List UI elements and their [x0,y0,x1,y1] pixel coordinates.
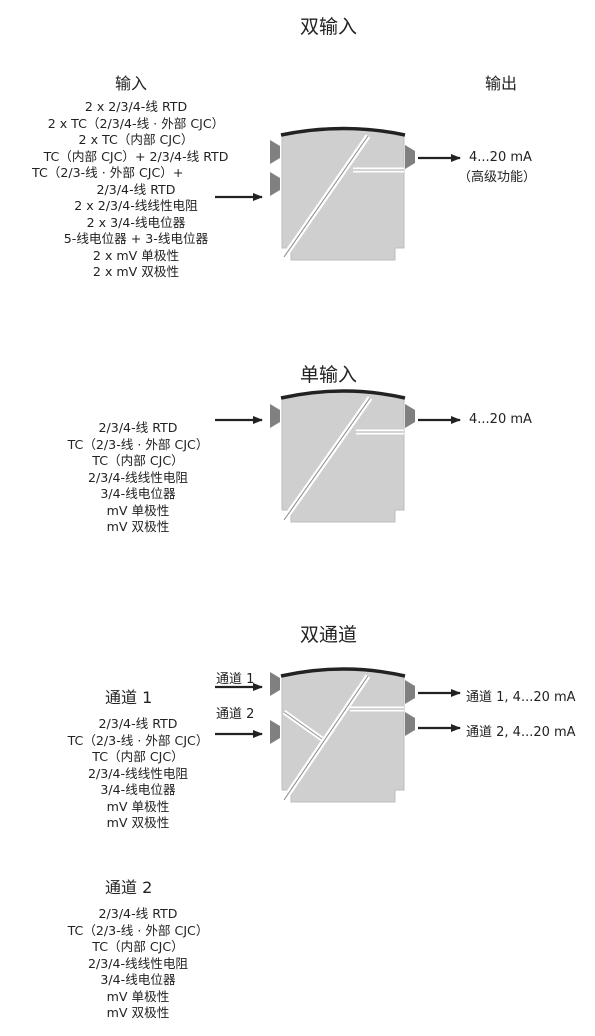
channel2-output-value: 通道 2, 4...20 mA [466,725,576,740]
list-item: 2 x 2/3/4-线 RTD [84,99,188,114]
list-item: mV 单极性 [106,988,170,1004]
single-input-list: 2/3/4-线 RTD TC（2/3-线 · 外部 CJC） TC（内部 CJC… [20,420,256,536]
list-item: mV 单极性 [106,798,170,814]
dual-output-value: 4...20 mA [469,150,532,165]
channel1-output-value: 通道 1, 4...20 mA [466,690,576,705]
list-item: 2 x 2/3/4-线线性电阻 [74,198,198,213]
dual-channel-title: 双通道 [300,624,358,646]
list-item: 5-线电位器 + 3-线电位器 [63,231,209,246]
channel2-input-list: 2/3/4-线 RTD TC（2/3-线 · 外部 CJC） TC（内部 CJC… [20,906,256,1022]
channel2-input-label: 通道 2 [216,707,255,722]
list-item: 2/3/4-线 RTD [98,716,178,731]
channel1-heading: 通道 1 [105,688,153,707]
device-dual-channel [215,667,461,803]
list-item: 2/3/4-线 RTD [96,181,176,197]
list-item: 2 x TC（内部 CJC） [78,132,194,147]
output-terminal [405,145,415,169]
input-heading: 输入 [115,74,148,93]
list-item: 2/3/4-线线性电阻 [87,765,189,781]
list-item: 2/3/4-线 RTD [98,906,178,921]
list-item: mV 双极性 [106,519,170,534]
list-item: TC（内部 CJC） [92,749,184,764]
list-item: 2 x mV 双极性 [92,264,180,279]
list-item: TC（内部 CJC） [92,939,184,954]
list-item: TC（2/3-线 · 外部 CJC）+ [32,165,184,180]
list-item: TC（2/3-线 · 外部 CJC） [67,436,209,452]
list-item: 2 x mV 单极性 [92,247,180,263]
device-dual-input [215,126,461,261]
list-item: 3/4-线电位器 [100,782,176,797]
list-item: 2/3/4-线 RTD [98,420,178,435]
list-item: TC（2/3-线 · 外部 CJC） [67,732,209,748]
list-item: mV 双极性 [106,815,170,830]
device-top-arc [280,126,406,137]
list-item: 3/4-线电位器 [100,486,176,501]
output-heading: 输出 [485,74,518,93]
list-item: TC（内部 CJC）+ 2/3/4-线 RTD [43,148,229,164]
channel2-heading: 通道 2 [105,878,153,897]
input-terminal-a [270,140,280,164]
list-item: 3/4-线电位器 [100,972,176,987]
list-item: 2 x 3/4-线电位器 [86,214,186,230]
list-item: mV 双极性 [106,1005,170,1020]
device-single-input [215,389,461,523]
list-item: 2 x TC（2/3/4-线 · 外部 CJC） [47,115,225,131]
dual-input-title: 双输入 [300,16,358,38]
single-output-value: 4...20 mA [469,412,532,427]
input-terminal-b [270,172,280,196]
list-item: TC（内部 CJC） [92,453,184,468]
channel1-input-label: 通道 1 [216,672,255,687]
list-item: 2/3/4-线线性电阻 [87,469,189,485]
list-item: 2/3/4-线线性电阻 [87,955,189,971]
list-item: mV 单极性 [106,502,170,518]
dual-output-note: （高级功能） [458,170,537,185]
list-item: TC（2/3-线 · 外部 CJC） [67,922,209,938]
single-input-title: 单输入 [300,364,358,386]
channel1-input-list: 2/3/4-线 RTD TC（2/3-线 · 外部 CJC） TC（内部 CJC… [20,716,256,832]
dual-input-list: 2 x 2/3/4-线 RTD 2 x TC（2/3/4-线 · 外部 CJC）… [0,99,272,281]
